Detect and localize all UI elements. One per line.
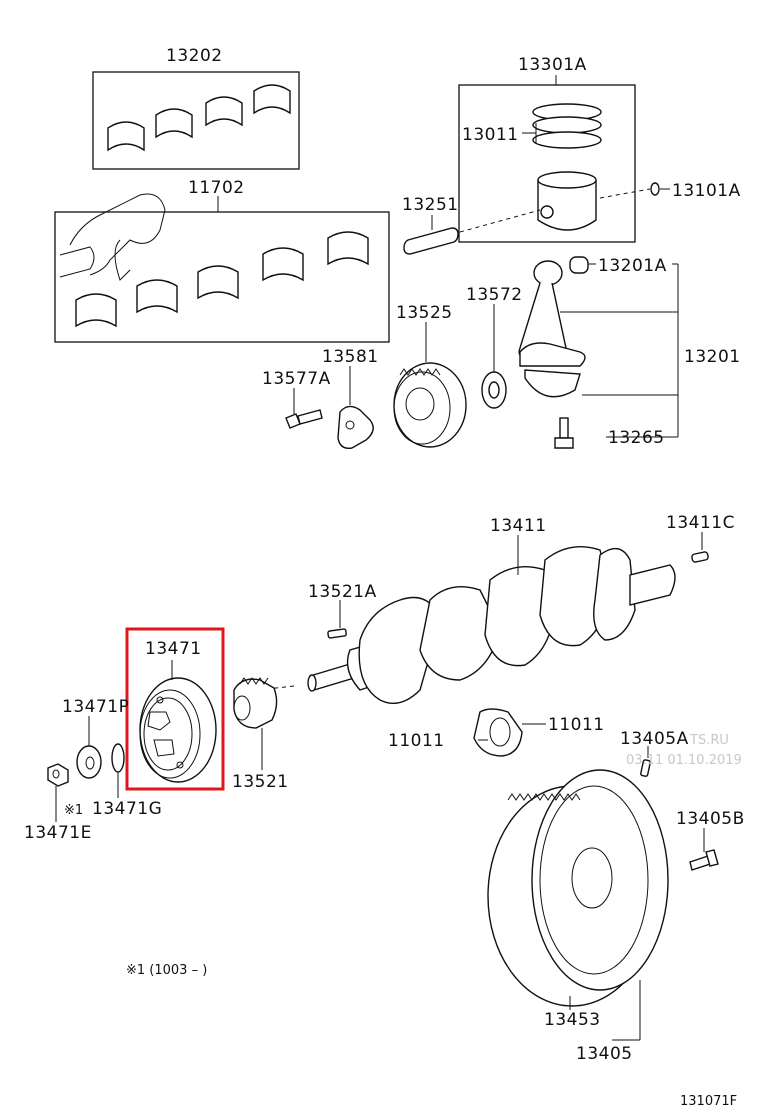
label-13011[interactable]: 13011 — [462, 125, 519, 145]
label-13405[interactable]: 13405 — [576, 1044, 633, 1064]
label-13265[interactable]: 13265 — [608, 428, 665, 448]
bolt-13577A[interactable] — [285, 388, 323, 429]
hub-13581[interactable] — [337, 366, 374, 449]
label-13301A[interactable]: 13301A — [518, 55, 587, 75]
washer-13572[interactable] — [481, 304, 507, 409]
washer-13471P[interactable] — [76, 716, 102, 779]
label-13101A[interactable]: 13101A — [672, 181, 741, 201]
label-13405A[interactable]: 13405A — [620, 729, 689, 749]
label-13471[interactable]: 13471 — [145, 639, 202, 659]
label-11702[interactable]: 11702 — [188, 178, 245, 198]
piston-pin-13251[interactable] — [403, 227, 459, 255]
watermark-line2: 03.11 01.10.2019 — [626, 753, 742, 768]
nut-13471E[interactable] — [47, 763, 69, 822]
bolt-13405B[interactable] — [689, 828, 719, 871]
label-13572[interactable]: 13572 — [466, 285, 523, 305]
label-13251[interactable]: 13251 — [402, 195, 459, 215]
label-11011-right[interactable]: 11011 — [548, 715, 605, 735]
label-13201A[interactable]: 13201A — [598, 256, 667, 276]
label-13411C[interactable]: 13411C — [666, 513, 735, 533]
label-13581[interactable]: 13581 — [322, 347, 379, 367]
flywheel-13405[interactable] — [487, 769, 669, 1041]
snap-ring-13101A[interactable] — [650, 182, 670, 196]
sprocket-13521[interactable] — [233, 677, 278, 770]
label-13525[interactable]: 13525 — [396, 303, 453, 323]
label-11011-left[interactable]: 11011 — [388, 731, 445, 751]
label-13471P[interactable]: 13471P — [62, 697, 129, 717]
label-13577A[interactable]: 13577A — [262, 369, 331, 389]
label-13411[interactable]: 13411 — [490, 516, 547, 536]
label-13521[interactable]: 13521 — [232, 772, 289, 792]
label-13201[interactable]: 13201 — [684, 347, 741, 367]
bearing-set-13202[interactable] — [92, 71, 300, 170]
o-ring-13471G[interactable] — [111, 743, 125, 798]
damper-pulley-13471[interactable] — [139, 660, 217, 783]
label-13521A[interactable]: 13521A — [308, 582, 377, 602]
note-date-range: ※1 (1003 – ) — [126, 963, 207, 978]
crankshaft-13411[interactable] — [239, 535, 676, 704]
pin-13411C[interactable] — [691, 532, 709, 563]
label-13471G[interactable]: 13471G — [92, 799, 162, 819]
bearing-set-11702[interactable] — [54, 193, 390, 343]
piston-13301A[interactable] — [458, 84, 651, 243]
figure-code: 131071F — [680, 1094, 737, 1109]
watermark-line1: TS.RU — [689, 733, 729, 748]
highlight-box-13471 — [125, 627, 225, 791]
label-13405B[interactable]: 13405B — [676, 809, 745, 829]
label-13471E[interactable]: 13471E — [24, 823, 92, 843]
thrust-washer-11011[interactable] — [473, 708, 546, 757]
pin-13405A[interactable] — [640, 746, 651, 777]
label-13202[interactable]: 13202 — [166, 46, 223, 66]
connecting-rod-13201[interactable] — [518, 256, 679, 449]
label-13453[interactable]: 13453 — [544, 1010, 601, 1030]
key-13521A[interactable] — [327, 600, 347, 639]
note-star-mark: ※1 — [64, 803, 83, 818]
gear-13525[interactable] — [393, 322, 467, 448]
